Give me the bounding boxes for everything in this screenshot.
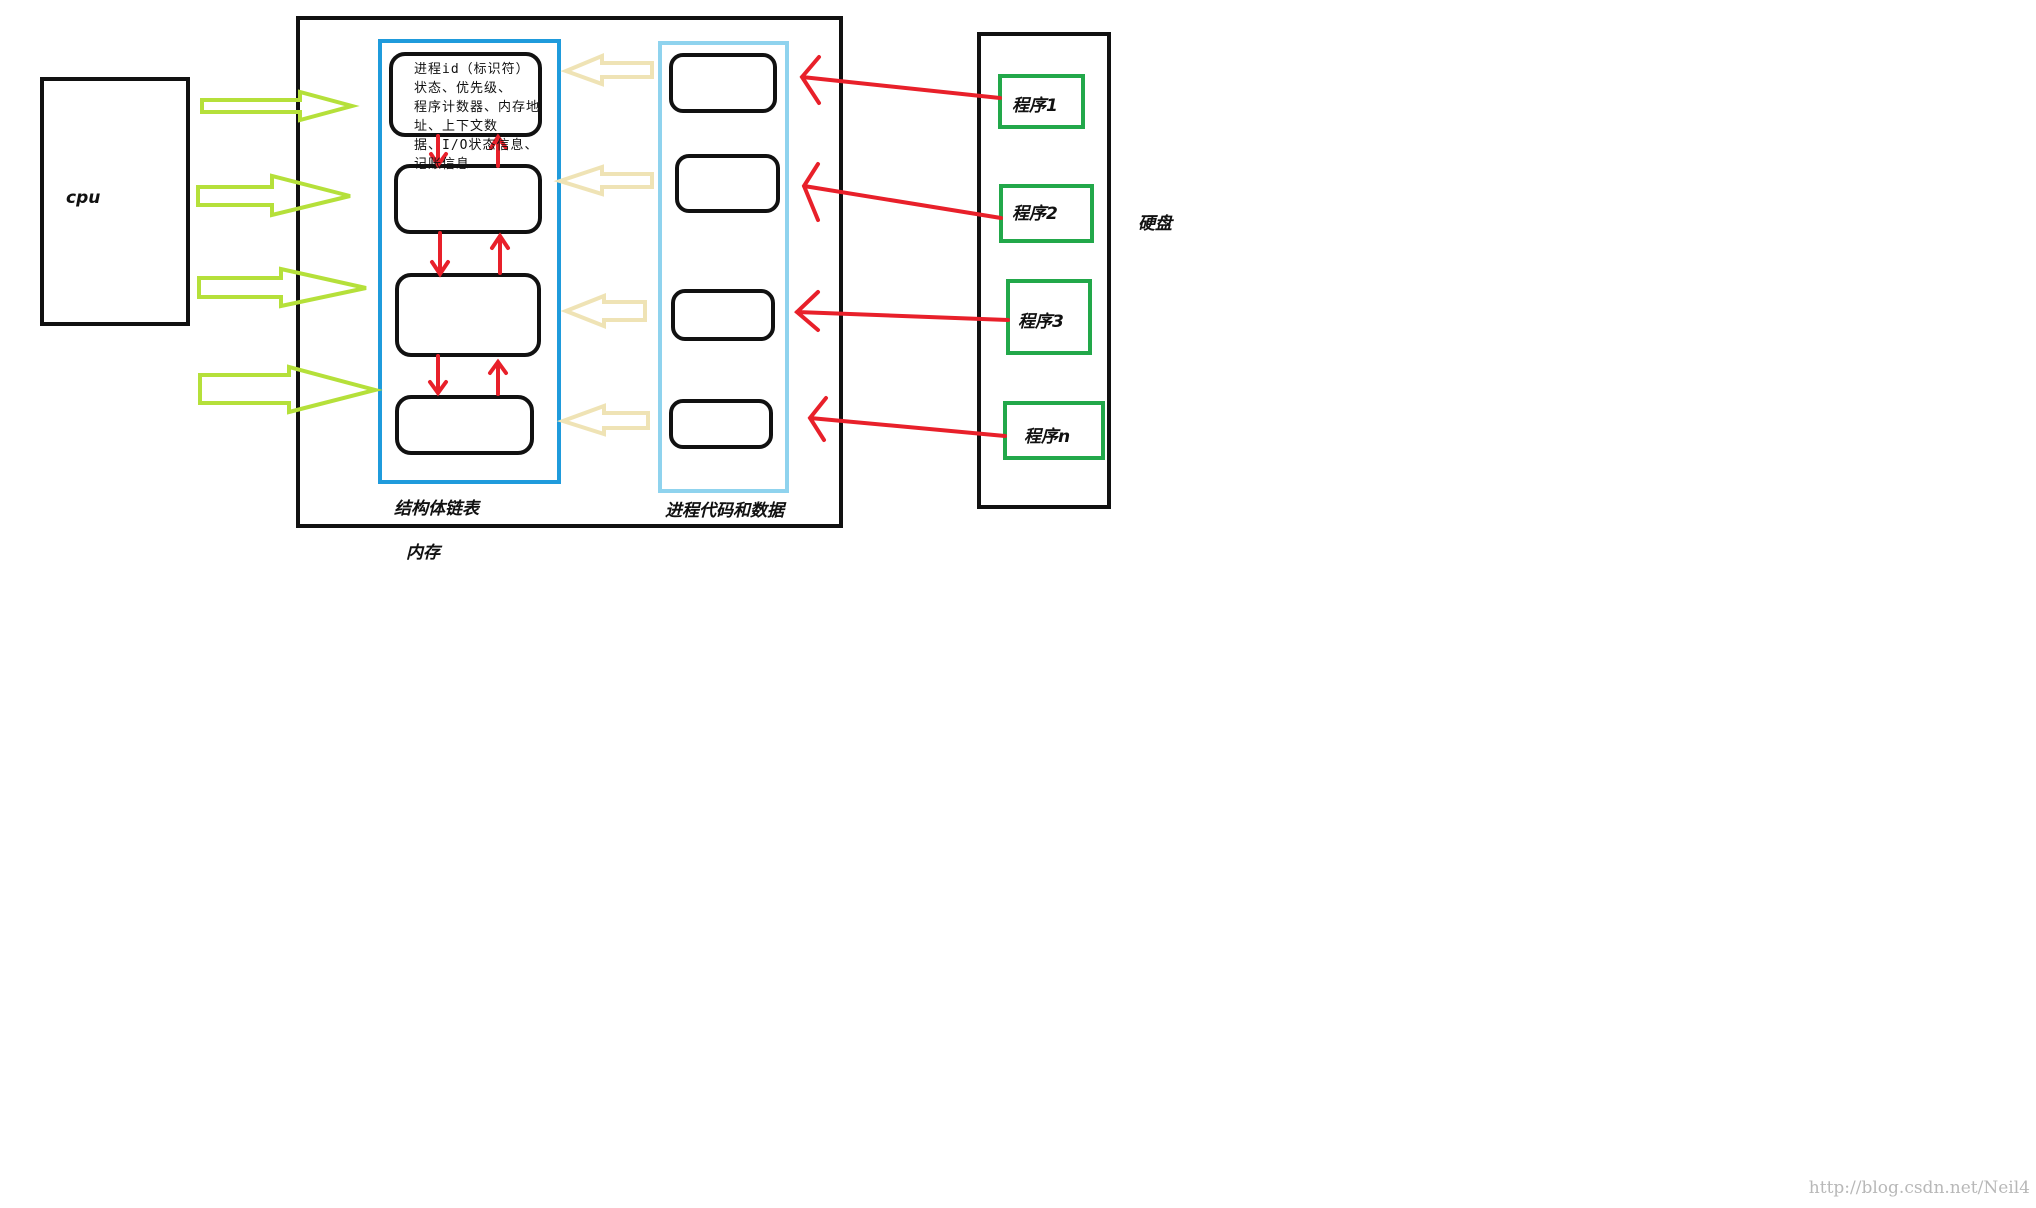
cpu-arrow-3 <box>197 266 367 309</box>
cpu-arrow-1 <box>200 89 360 123</box>
pale-arrow-1 <box>560 53 654 87</box>
red-arrow-1 <box>799 55 1002 105</box>
red-arrow-4 <box>807 396 1007 442</box>
pale-arrow-4 <box>556 403 650 437</box>
memory-label: 内存 <box>406 543 440 563</box>
program-label-3: 程序3 <box>1018 312 1064 332</box>
pcb-node-4 <box>395 395 534 455</box>
pcb-line-5: 据、I/O状态信息、 <box>414 138 539 153</box>
program-box-1 <box>998 74 1085 129</box>
pcb-node-3 <box>395 273 541 357</box>
list-arrow-up-2 <box>490 232 510 275</box>
cpu-box <box>40 77 190 326</box>
code-node-2 <box>675 154 780 213</box>
list-arrow-down-1 <box>429 134 448 169</box>
process-code-box <box>658 41 789 493</box>
program-box-4 <box>1003 401 1105 460</box>
pcb-line-3: 程序计数器、内存地 <box>414 100 541 115</box>
pcb-line-2: 状态、优先级、 <box>414 81 513 96</box>
disk-box <box>977 32 1111 509</box>
cpu-label: cpu <box>66 188 101 208</box>
struct-list-box <box>378 39 561 484</box>
struct-list-label: 结构体链表 <box>394 499 479 519</box>
list-arrow-down-2 <box>430 231 450 278</box>
red-arrow-3 <box>794 290 1010 332</box>
program-box-3 <box>1006 279 1092 355</box>
pcb-node-1 <box>389 52 542 137</box>
program-label-2: 程序2 <box>1012 204 1058 224</box>
red-arrow-2 <box>801 162 1003 222</box>
watermark: http://blog.csdn.net/Neil4 <box>1808 1178 2030 1198</box>
program-box-2 <box>999 184 1094 243</box>
pcb-line-6: 记账信息 <box>414 157 471 172</box>
cpu-arrow-2 <box>196 173 351 218</box>
pale-arrow-3 <box>560 293 647 329</box>
program-label-1: 程序1 <box>1012 96 1058 116</box>
code-node-3 <box>671 289 775 341</box>
list-arrow-down-3 <box>428 354 448 397</box>
pcb-description: 进程id（标识符） 状态、优先级、 程序计数器、内存地 址、上下文数 据、I/O… <box>414 60 574 174</box>
pcb-node-2 <box>394 164 542 234</box>
code-node-1 <box>669 53 777 113</box>
list-arrow-up-3 <box>488 358 508 396</box>
process-code-label: 进程代码和数据 <box>665 501 784 521</box>
pcb-line-4: 址、上下文数 <box>414 119 499 134</box>
code-node-4 <box>669 399 773 449</box>
list-arrow-up-1 <box>489 133 508 168</box>
pcb-line-1: 进程id（标识符） <box>414 62 530 77</box>
cpu-arrow-4 <box>198 364 383 415</box>
program-label-4: 程序n <box>1024 427 1071 447</box>
pale-arrow-2 <box>553 164 654 197</box>
disk-label: 硬盘 <box>1138 214 1172 234</box>
